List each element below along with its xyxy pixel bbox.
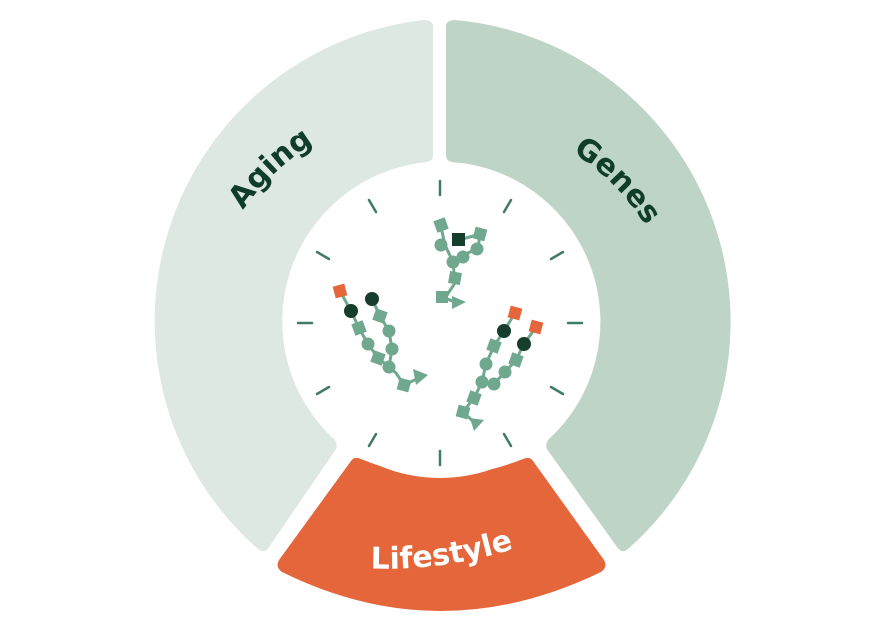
glycan-left-icon xyxy=(332,283,428,393)
aging-segment xyxy=(154,20,433,552)
glycan-top-icon xyxy=(433,217,488,309)
tick-4 xyxy=(549,385,565,396)
glycan-right-icon xyxy=(455,305,544,431)
tick-5 xyxy=(502,432,513,448)
tick-10 xyxy=(315,250,331,261)
clock-ticks xyxy=(296,179,584,467)
tick-8 xyxy=(315,385,331,396)
lifestyle-segment xyxy=(277,457,606,611)
tick-2 xyxy=(549,250,565,261)
tick-1 xyxy=(502,198,513,214)
tick-7 xyxy=(367,432,378,448)
genes-segment xyxy=(446,20,731,552)
tick-11 xyxy=(367,198,378,214)
center-circle xyxy=(285,168,595,478)
